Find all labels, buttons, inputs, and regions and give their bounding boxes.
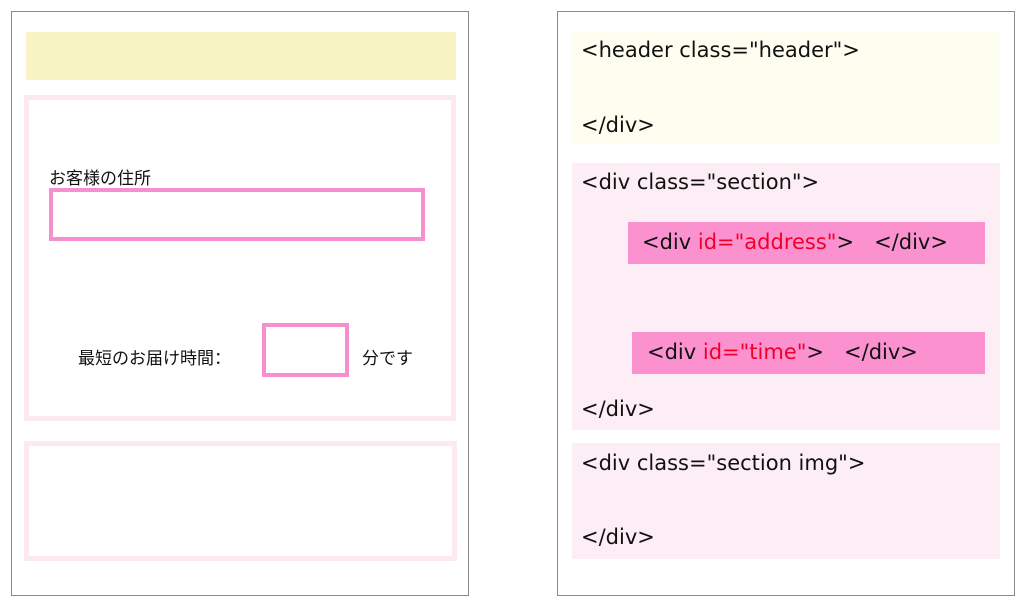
- time-box: [262, 323, 349, 377]
- code-address-attr: id="address": [697, 230, 837, 254]
- code-address-line: <div id="address"> </div>: [642, 230, 948, 254]
- code-time-block: <div id="time"> </div>: [632, 332, 985, 374]
- code-header-block: <header class="header"> </div>: [572, 32, 1000, 144]
- code-section-open: <div class="section">: [581, 170, 820, 194]
- code-img-block: <div class="section img"> </div>: [572, 443, 1000, 559]
- code-section-block: <div class="section"> <div id="address">…: [572, 163, 1000, 430]
- code-header-open: <header class="header">: [581, 38, 860, 62]
- code-img-close: </div>: [581, 525, 655, 549]
- html-code-panel: <header class="header"> </div> <div clas…: [557, 11, 1015, 596]
- address-label: お客様の住所: [49, 169, 151, 189]
- time-label: 最短のお届け時間：: [78, 349, 231, 369]
- code-address-block: <div id="address"> </div>: [628, 222, 985, 264]
- code-time-suffix: > </div>: [806, 340, 918, 364]
- image-section-area: [24, 441, 457, 561]
- code-img-open: <div class="section img">: [581, 451, 866, 475]
- time-unit-label: 分です: [362, 349, 413, 369]
- code-section-close: </div>: [581, 397, 655, 421]
- header-area: [26, 32, 456, 80]
- section-area: お客様の住所 最短のお届け時間： 分です: [24, 95, 456, 421]
- address-box: [49, 188, 425, 241]
- code-address-prefix: <div: [642, 230, 698, 254]
- page-layout-mockup: お客様の住所 最短のお届け時間： 分です: [11, 11, 469, 596]
- code-header-close: </div>: [581, 113, 655, 137]
- code-address-suffix: > </div>: [836, 230, 948, 254]
- code-time-line: <div id="time"> </div>: [647, 340, 918, 364]
- code-time-attr: id="time": [702, 340, 807, 364]
- code-time-prefix: <div: [647, 340, 703, 364]
